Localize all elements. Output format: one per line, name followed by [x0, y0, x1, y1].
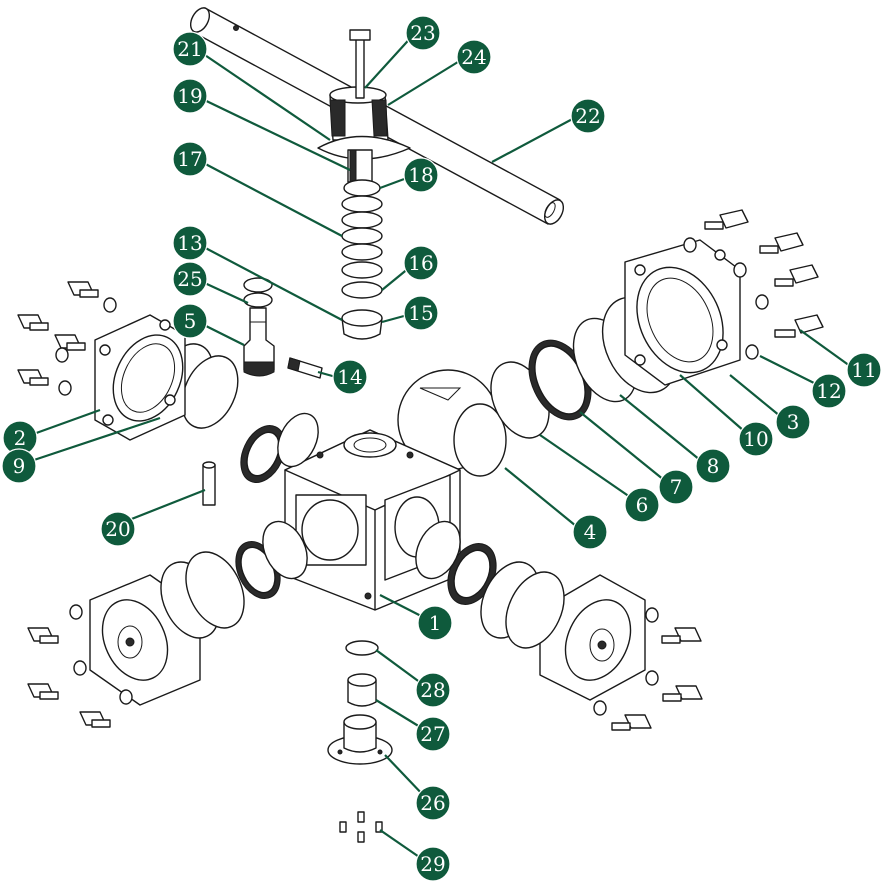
callout-4-label: 4 — [584, 520, 597, 544]
leader-13 — [195, 242, 343, 321]
leader-7 — [579, 411, 665, 481]
leader-2 — [27, 408, 101, 438]
callout-26: 26 — [415, 785, 451, 821]
leader-21 — [195, 48, 331, 141]
callout-6: 6 — [624, 487, 660, 523]
callout-14-label: 14 — [337, 365, 362, 389]
callout-1-label: 1 — [429, 611, 442, 635]
leader-28 — [375, 649, 426, 687]
leader-lines — [27, 32, 851, 862]
callout-29: 29 — [415, 846, 451, 882]
bolts-and-washers — [17, 209, 824, 731]
leader-20 — [123, 488, 206, 524]
callout-23-label: 23 — [410, 21, 435, 45]
callout-9: 9 — [1, 448, 37, 484]
callout-24: 24 — [456, 39, 492, 75]
callout-8-label: 8 — [707, 454, 720, 478]
callout-17: 17 — [172, 141, 208, 177]
callout-15-label: 15 — [408, 301, 433, 325]
leader-12 — [759, 355, 817, 385]
callout-23: 23 — [405, 15, 441, 51]
leader-11 — [799, 329, 851, 367]
callout-9-label: 9 — [13, 454, 26, 478]
callout-13-label: 13 — [177, 231, 202, 255]
callout-22: 22 — [570, 98, 606, 134]
callout-3-label: 3 — [787, 410, 800, 434]
callout-12-label: 12 — [816, 379, 841, 403]
callout-2: 2 — [2, 420, 38, 456]
leader-19 — [195, 95, 351, 171]
stem-key — [287, 357, 323, 379]
callout-19-label: 19 — [177, 84, 202, 108]
callouts: 1 2 3 4 5 6 7 8 9 10 11 12 13 14 15 16 1… — [1, 15, 882, 882]
callout-15: 15 — [403, 295, 439, 331]
callout-13: 13 — [172, 225, 208, 261]
callout-27: 27 — [415, 716, 451, 752]
body-seats — [235, 412, 497, 605]
callout-12: 12 — [811, 373, 847, 409]
left-end-cap — [94, 314, 186, 441]
callout-16: 16 — [403, 245, 439, 281]
leader-6 — [539, 434, 631, 498]
handle-bolt — [349, 29, 371, 99]
callout-22-label: 22 — [575, 104, 600, 128]
callout-11: 11 — [846, 352, 882, 388]
leader-27 — [375, 699, 426, 731]
leader-17 — [195, 158, 343, 237]
bottom-parts — [327, 640, 393, 843]
callout-5-label: 5 — [184, 309, 197, 333]
stop-plate — [317, 135, 411, 183]
leader-24 — [387, 56, 467, 106]
callout-1: 1 — [417, 605, 453, 641]
callout-21: 21 — [172, 31, 208, 67]
callout-3: 3 — [775, 404, 811, 440]
callout-14: 14 — [332, 359, 368, 395]
callout-10: 10 — [738, 421, 774, 457]
bottom-left-end-cap — [89, 551, 245, 706]
callout-10-label: 10 — [743, 427, 768, 451]
callout-20-label: 20 — [105, 517, 130, 541]
callout-28: 28 — [415, 672, 451, 708]
stem — [243, 277, 275, 377]
callout-26-label: 26 — [420, 791, 445, 815]
callout-7: 7 — [658, 469, 694, 505]
callout-8: 8 — [695, 448, 731, 484]
callout-27-label: 27 — [420, 722, 445, 746]
callout-25-label: 25 — [177, 267, 202, 291]
callout-7-label: 7 — [670, 475, 683, 499]
callout-5: 5 — [172, 303, 208, 339]
callout-2-label: 2 — [14, 426, 27, 450]
leader-22 — [491, 115, 579, 163]
leader-10 — [679, 374, 745, 432]
right-end-cap — [624, 239, 741, 386]
leader-4 — [504, 467, 577, 527]
handle-sleeve — [329, 86, 389, 141]
callout-6-label: 6 — [636, 493, 649, 517]
callout-25: 25 — [172, 261, 208, 297]
bottom-right-end-cap — [480, 561, 646, 701]
leader-9 — [27, 416, 161, 464]
leader-3 — [729, 374, 781, 417]
leader-8 — [619, 394, 701, 461]
callout-11-label: 11 — [851, 358, 876, 382]
callout-21-label: 21 — [177, 37, 202, 61]
leader-1 — [379, 594, 426, 619]
callout-18: 18 — [403, 157, 439, 193]
callout-20: 20 — [100, 511, 136, 547]
pin — [202, 461, 216, 506]
callout-28-label: 28 — [420, 678, 445, 702]
ball — [397, 369, 507, 477]
leader-26 — [384, 754, 426, 798]
callout-4: 4 — [572, 514, 608, 550]
callout-29-label: 29 — [420, 852, 445, 876]
callout-24-label: 24 — [461, 45, 486, 69]
stem-seal-stack — [341, 179, 383, 340]
callout-17-label: 17 — [177, 147, 202, 171]
callout-19: 19 — [172, 78, 208, 114]
callout-16-label: 16 — [408, 251, 433, 275]
callout-18-label: 18 — [408, 163, 433, 187]
parts-layer — [17, 7, 824, 843]
leader-23 — [364, 32, 416, 89]
